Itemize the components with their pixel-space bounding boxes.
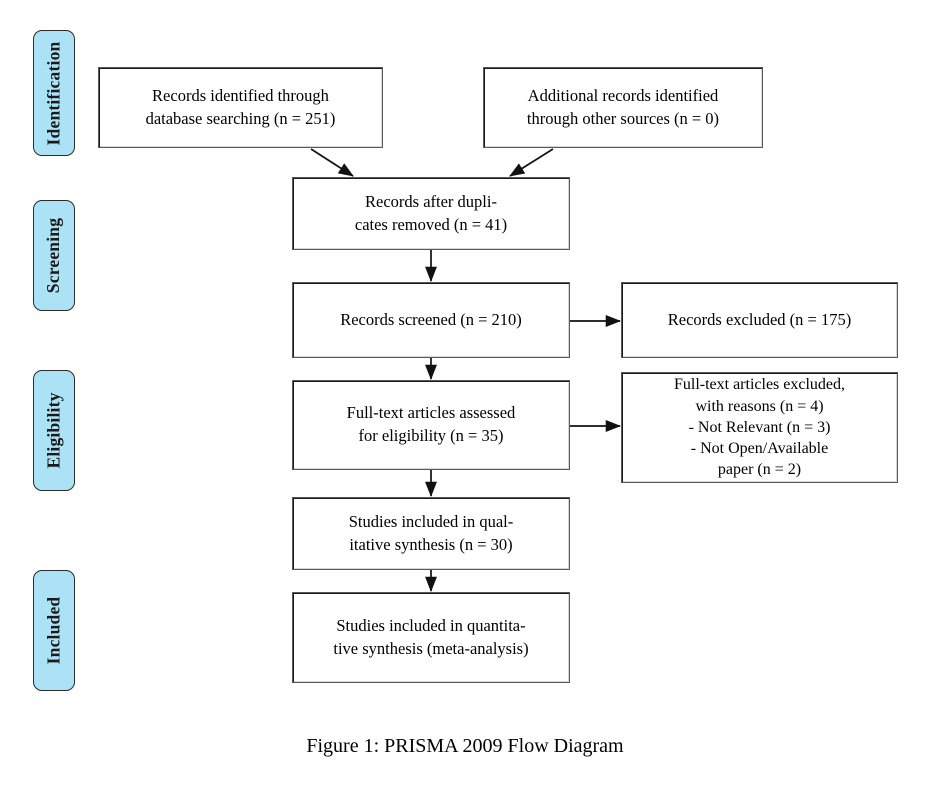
- box-text-studies-included-qualitative: Studies included in qual- itative synthe…: [348, 511, 514, 554]
- figure-caption: Figure 1: PRISMA 2009 Flow Diagram: [306, 735, 624, 757]
- box-text-fulltext-articles-assessed: Full-text articles assessed for eligibil…: [346, 403, 516, 445]
- stage-pill-screening: Screening: [33, 200, 75, 311]
- stage-label-eligibility: Eligibility: [43, 392, 64, 469]
- box-additional-records-other-sources: Additional records identified through ot…: [483, 67, 763, 148]
- box-text-records-identified-database: Records identified through database sear…: [145, 85, 336, 128]
- box-text-records-after-duplicates-removed: Records after dupli- cates removed (n = …: [354, 191, 508, 234]
- stage-pill-eligibility: Eligibility: [33, 370, 75, 491]
- arrow-db-search-to-duplicates: [310, 148, 354, 177]
- box-records-screened: Records screened (n = 210): [292, 282, 570, 358]
- stage-pill-identification: Identification: [33, 30, 75, 156]
- stage-label-included: Included: [43, 596, 64, 665]
- box-text-records-excluded: Records excluded (n = 175): [667, 309, 852, 329]
- box-text-fulltext-articles-excluded: Full-text articles excluded, with reason…: [673, 376, 846, 479]
- stage-pill-included: Included: [33, 570, 75, 691]
- box-records-after-duplicates-removed: Records after dupli- cates removed (n = …: [292, 177, 570, 250]
- arrow-other-sources-to-duplicates: [509, 148, 554, 177]
- stage-label-screening: Screening: [43, 217, 64, 294]
- box-fulltext-articles-excluded: Full-text articles excluded, with reason…: [621, 372, 898, 483]
- box-text-studies-included-quantitative: Studies included in quantita- tive synth…: [333, 615, 529, 658]
- stage-label-identification: Identification: [43, 41, 64, 145]
- box-records-identified-database: Records identified through database sear…: [98, 67, 383, 148]
- box-studies-included-quantitative: Studies included in quantita- tive synth…: [292, 592, 570, 683]
- box-studies-included-qualitative: Studies included in qual- itative synthe…: [292, 497, 570, 570]
- box-records-excluded: Records excluded (n = 175): [621, 282, 898, 358]
- box-fulltext-articles-assessed: Full-text articles assessed for eligibil…: [292, 380, 570, 470]
- box-text-additional-records-other-sources: Additional records identified through ot…: [526, 85, 720, 128]
- box-text-records-screened: Records screened (n = 210): [340, 309, 522, 329]
